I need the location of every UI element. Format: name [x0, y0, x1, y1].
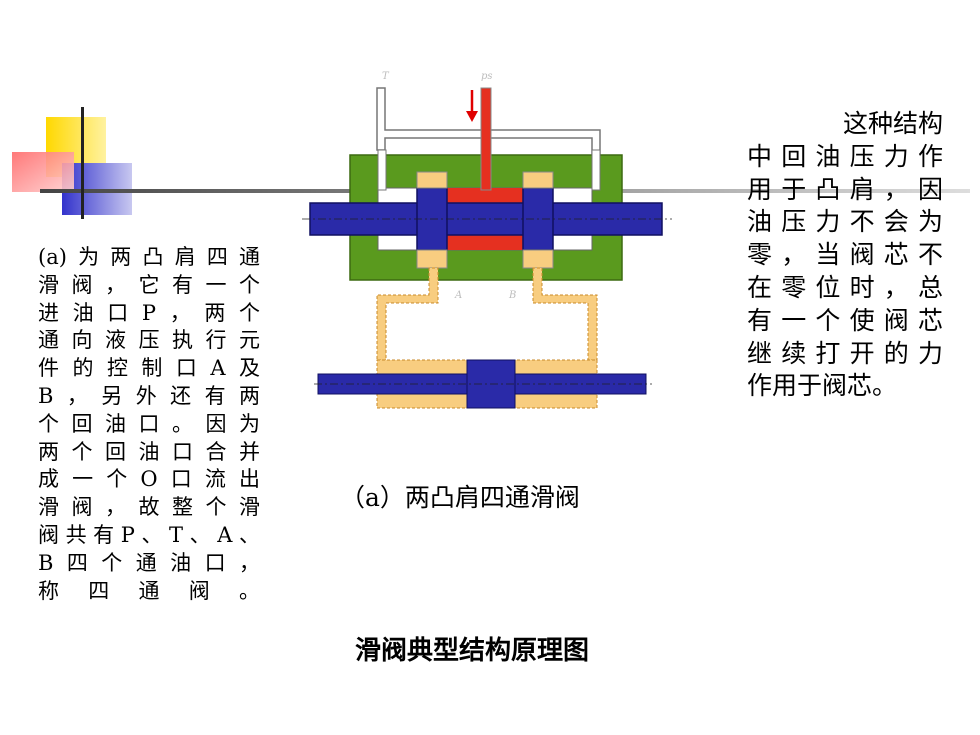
left_text-line: 滑阀，它有一个	[38, 272, 260, 297]
spool-valve-diagram: T ps A B	[302, 71, 672, 409]
right_text-line: 这种结构	[842, 109, 943, 138]
slide-title: 滑阀典型结构原理图	[355, 636, 590, 666]
return-channel-right	[591, 149, 601, 191]
line-b	[532, 267, 598, 361]
right_text-line: 油压力不会为	[747, 207, 943, 237]
port-label-ps: ps	[481, 71, 493, 82]
flow-arrow-icon	[466, 111, 478, 122]
right_text-line: 零，当阀芯不	[747, 240, 943, 270]
control-port-b	[522, 249, 554, 269]
right_text-line: 继续打开的力	[747, 338, 943, 368]
control-port-a	[416, 249, 448, 269]
right-description: 这种结构中回油压力作用于凸肩，因油压力不会为零，当阀芯不在零位时，总有一个使阀芯…	[747, 108, 943, 403]
diagram-caption: （a）两凸肩四通滑阀	[340, 483, 580, 512]
left_text-line: (a)为两凸肩四通	[38, 245, 260, 269]
port-label-b: B	[508, 290, 516, 301]
left_text-line: 两个回油口合并	[38, 439, 260, 464]
left_text-line: B四个通油口，	[38, 550, 260, 575]
line-a	[376, 267, 439, 361]
port-label-a: A	[454, 290, 462, 301]
deco-red-square	[12, 152, 74, 192]
control-port-a-top	[416, 171, 448, 189]
left_text-line: 通向液压执行元	[38, 328, 260, 353]
deco-vertical-line	[81, 107, 84, 219]
left_text-line: B，另外还有两	[38, 383, 260, 408]
left_text-line: 进油口P，两个	[38, 300, 260, 325]
port-label-t: T	[382, 71, 390, 82]
left_text-line: 阀共有P、T、A、	[38, 522, 260, 547]
right_text-line: 有一个使阀芯	[747, 305, 943, 335]
left_text-line: 称四通阀。	[38, 578, 260, 603]
right_text-line: 作用于阀芯。	[747, 371, 898, 401]
supply-inlet	[480, 87, 492, 191]
right_text-line: 用于凸肩，因	[747, 174, 943, 204]
right_text-line: 中回油压力作	[747, 141, 943, 171]
right_text-line: 在零位时，总	[747, 272, 943, 302]
control-port-b-top	[522, 171, 554, 189]
left_text-line: 滑阀，故整个滑	[38, 495, 260, 520]
left_text-line: 件的控制口A及	[38, 356, 260, 381]
left_text-line: 个回油口。因为	[38, 411, 260, 436]
return-channel	[377, 149, 387, 191]
left_text-line: 成一个O口流出	[38, 467, 260, 492]
